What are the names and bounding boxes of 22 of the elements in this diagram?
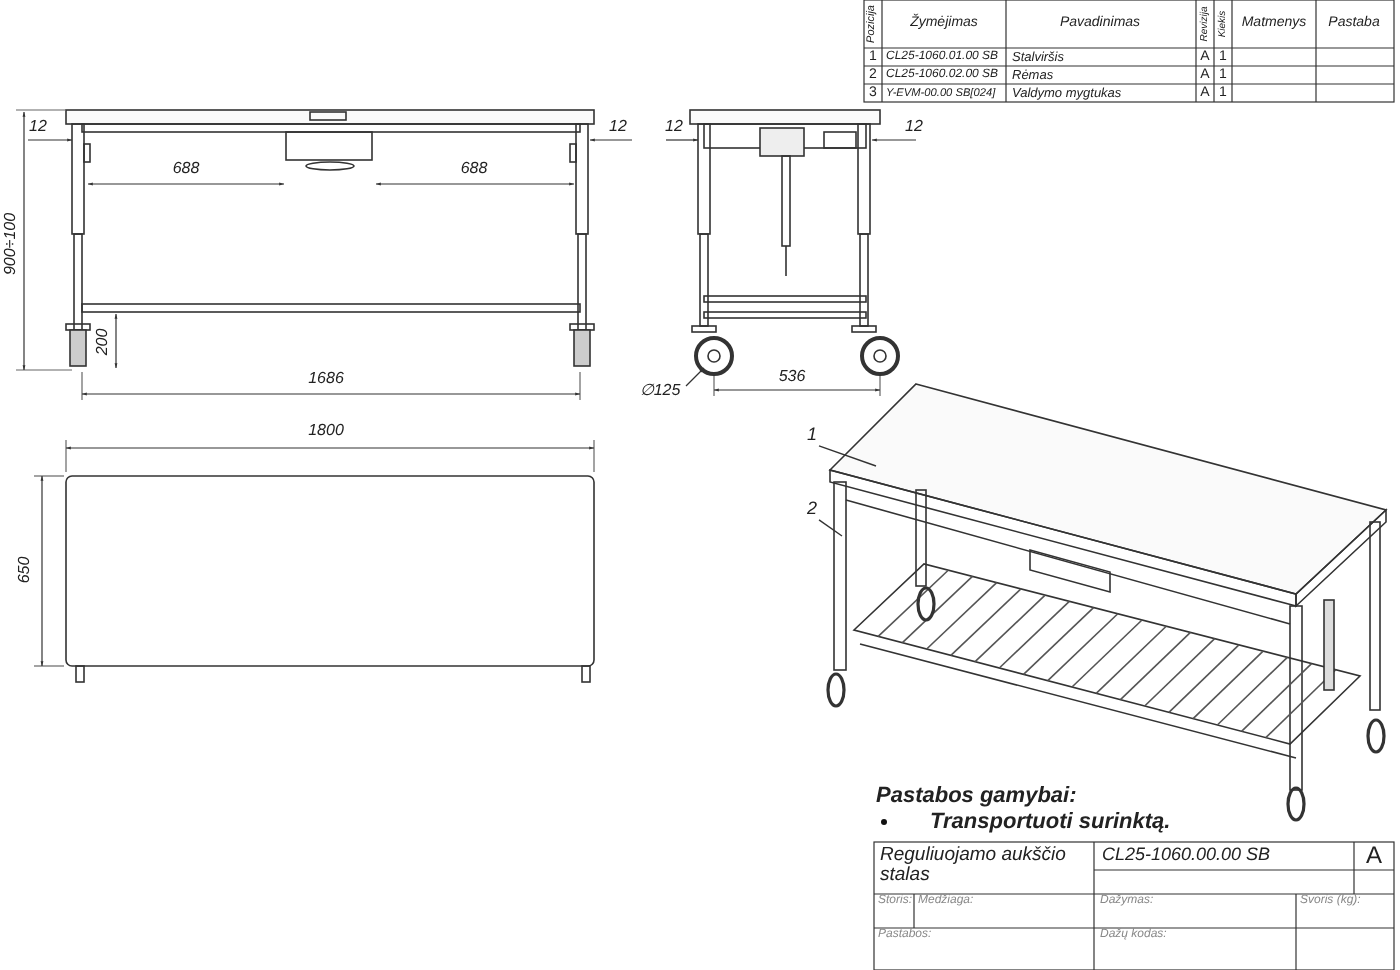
dimension-value: 1686 xyxy=(308,371,344,389)
dimension-value: 12 xyxy=(905,119,923,137)
drawing-number: CL25-1060.00.00 SB xyxy=(1102,846,1271,866)
dimension-value: 12 xyxy=(29,119,47,137)
callout-number: 2 xyxy=(807,500,817,520)
leader-line xyxy=(818,445,877,467)
dimension-value: 900÷100 xyxy=(3,212,21,276)
dimension-value: 688 xyxy=(460,161,488,179)
dimension-value: 12 xyxy=(665,119,683,137)
leader-line xyxy=(818,519,843,537)
dimension-value: 12 xyxy=(609,119,627,137)
dimension-value: 536 xyxy=(778,369,806,387)
dimension-value: ∅125 xyxy=(639,383,681,401)
notes-heading: Pastabos gamybai: xyxy=(876,783,1077,809)
drawing-title: Reguliuojamo aukščio stalas xyxy=(880,846,1068,888)
dimension-value: 650 xyxy=(17,556,35,584)
dimension-value: 200 xyxy=(95,328,113,356)
callout-number: 1 xyxy=(807,426,817,446)
note-text: Transportuoti surinktą. xyxy=(930,809,1171,835)
dimension-value: 688 xyxy=(172,161,200,179)
revision-letter: A xyxy=(1366,842,1382,870)
dimension-value: 1800 xyxy=(308,423,344,441)
